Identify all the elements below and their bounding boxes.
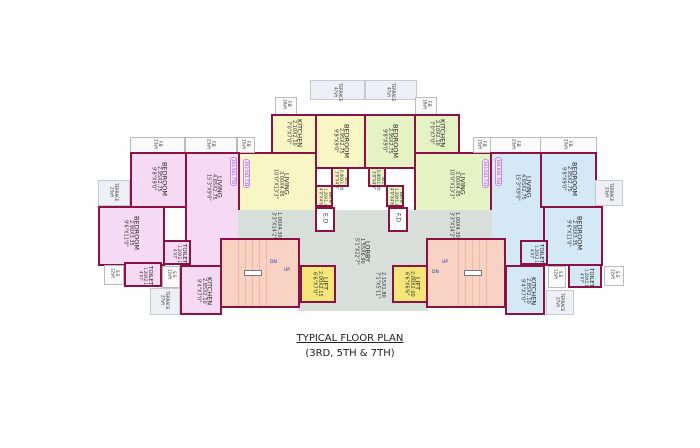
area-tag: 303.563.733 <box>482 159 489 189</box>
up-label: UP <box>284 268 291 273</box>
staircase-right: UP DN <box>426 238 506 308</box>
plan-title: TYPICAL FLOOR PLAN <box>296 333 404 344</box>
area-tag: 303.563.733 <box>243 159 250 189</box>
down-label: DN <box>270 260 277 265</box>
up-label: UP <box>442 260 449 265</box>
electric-duct: E.D <box>315 207 335 232</box>
staircase-left: DN UP <box>220 238 300 308</box>
fire-duct: F.D <box>388 207 408 232</box>
area-tag: 304.604.704 <box>495 157 502 187</box>
area-tag: 303.563.755 <box>230 157 237 187</box>
down-label: DN <box>432 270 439 275</box>
plan-subtitle: (3RD, 5TH & 7TH) <box>305 348 395 359</box>
